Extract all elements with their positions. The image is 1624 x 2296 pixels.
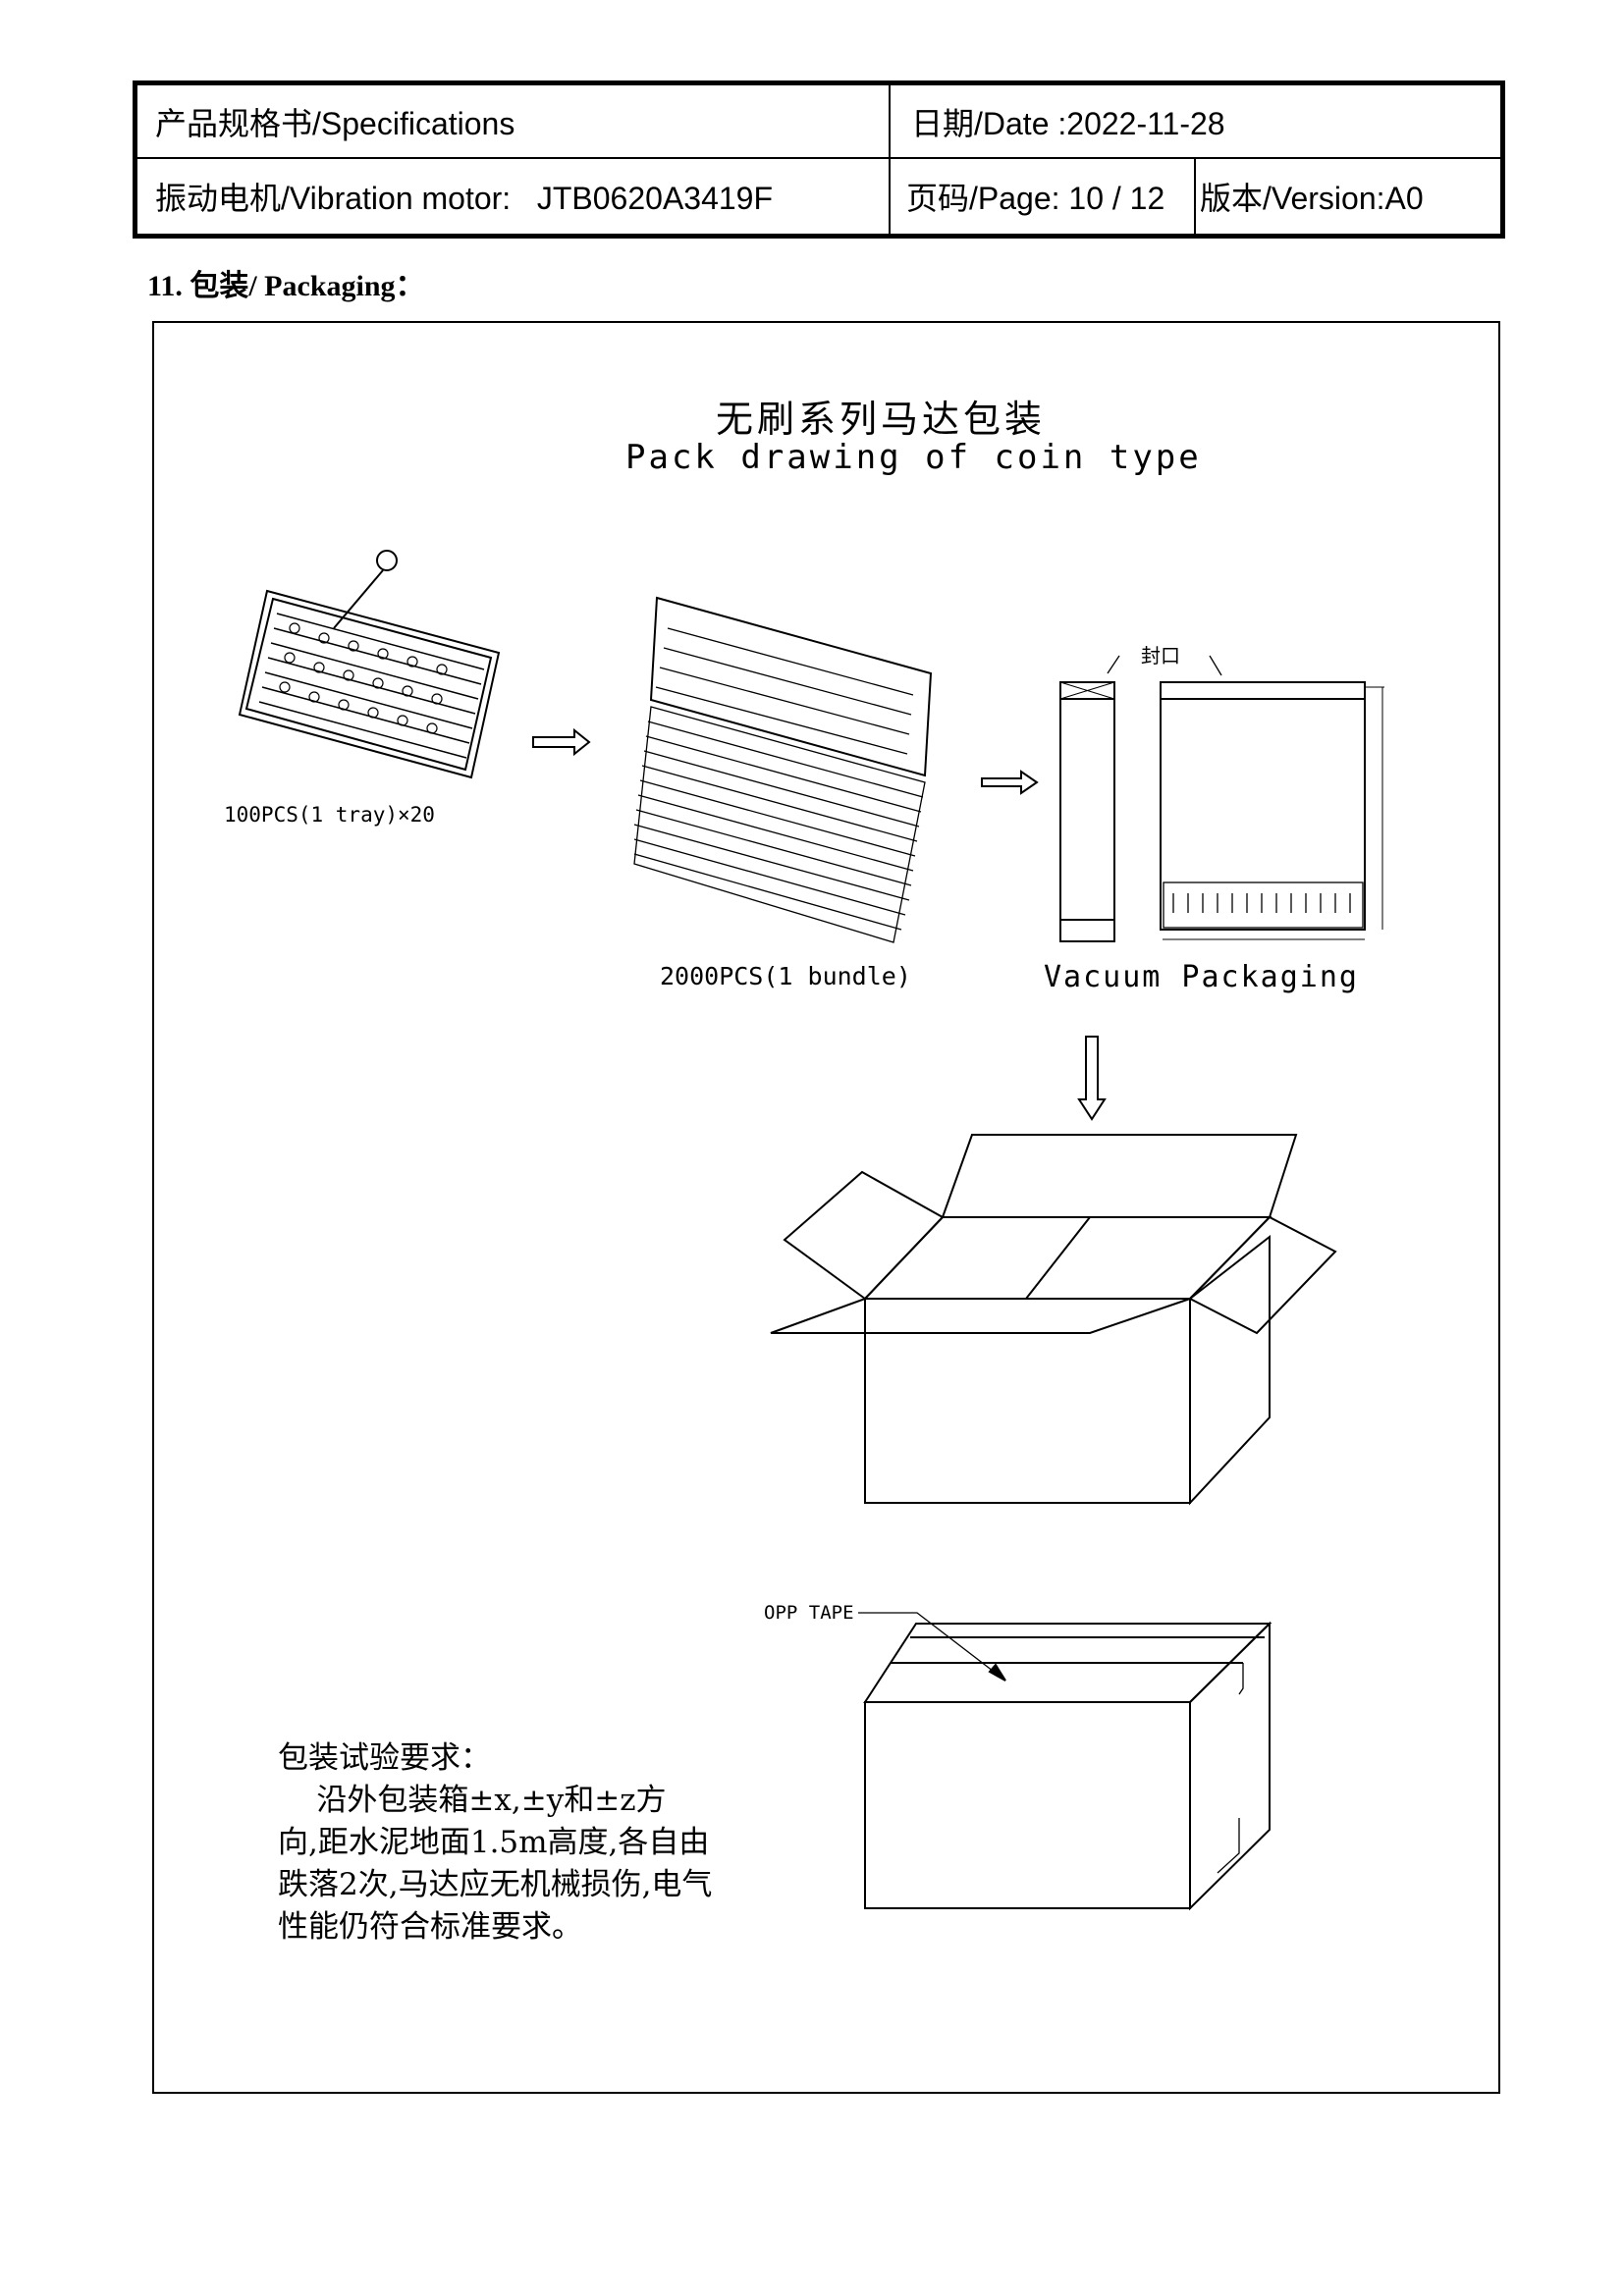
arrow-right-icon-2	[981, 770, 1039, 795]
seal-label: 封口	[1141, 644, 1180, 667]
header-col-divider	[889, 80, 891, 239]
drawing-title-en: Pack drawing of coin type	[625, 438, 1202, 477]
open-carton-icon	[770, 1134, 1337, 1506]
spec-header-table	[133, 80, 1505, 239]
vacuum-bag-side	[1059, 681, 1115, 942]
closed-carton-icon	[858, 1612, 1272, 1911]
drawing-title-cn: 无刷系列马达包装	[716, 398, 1047, 441]
requirements-line: 性能仍符合标准要求。	[278, 1909, 582, 1945]
arrow-down-icon	[1077, 1036, 1107, 1121]
header-row-divider	[133, 157, 1505, 159]
vacuum-bag-front	[1160, 681, 1384, 940]
motor-icon	[376, 550, 398, 571]
bundle-label: 2000PCS(1 bundle)	[660, 962, 911, 990]
requirements-line: 沿外包装箱±x,±y和±z方	[278, 1783, 667, 1818]
version-field: 版本/Version:A0	[1200, 181, 1424, 216]
requirements-title: 包装试验要求：	[278, 1740, 491, 1776]
opp-tape-label: OPP TAPE	[764, 1602, 854, 1624]
section-heading: 11. 包装/ Packaging：	[147, 270, 425, 302]
vacuum-label: Vacuum Packaging	[1044, 960, 1359, 994]
spec-title: 产品规格书/Specifications	[155, 105, 515, 141]
requirements-line: 跌落2次,马达应无机械损伤,电气	[278, 1867, 713, 1902]
page-field: 页码/Page: 10 / 12	[906, 181, 1165, 216]
drawing-frame	[152, 321, 1500, 2094]
tray-icon	[238, 550, 501, 779]
requirements-line: 向,距水泥地面1.5m高度,各自由	[278, 1825, 710, 1860]
tray-bundle-icon	[633, 596, 933, 943]
arrow-right-icon	[532, 727, 591, 757]
packaging-test-requirements: 包装试验要求： 沿外包装箱±x,±y和±z方 向,距水泥地面1.5m高度,各自由…	[278, 1737, 712, 1949]
header-col-divider-2	[1194, 157, 1196, 239]
product-field: 振动电机/Vibration motor: JTB0620A3419F	[155, 181, 774, 216]
date-field: 日期/Date :2022-11-28	[911, 105, 1225, 141]
tray-label: 100PCS(1 tray)×20	[224, 803, 435, 827]
